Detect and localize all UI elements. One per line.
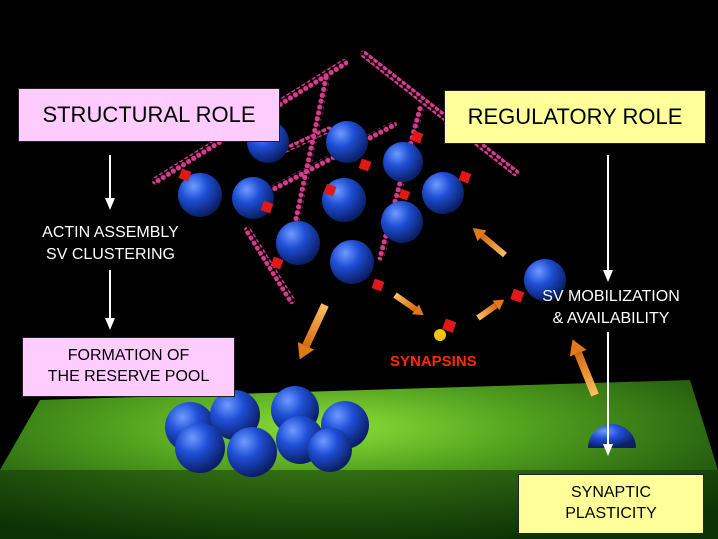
synapsin (442, 318, 457, 333)
flow-arrows (105, 155, 613, 456)
actin-filament (291, 74, 330, 232)
vesicle-cluster (178, 121, 566, 301)
synapsin (410, 130, 424, 144)
synapsins-label: SYNAPSINS (390, 353, 477, 370)
actin-filament (360, 50, 520, 177)
synaptic-plasticity-box: SYNAPTIC PLASTICITY (518, 474, 704, 534)
structural-role-label: STRUCTURAL ROLE (42, 101, 256, 127)
docked-vesicle (588, 424, 636, 448)
structural-role-box: STRUCTURAL ROLE (18, 88, 280, 142)
vesicle (524, 259, 566, 301)
reserve-pool-box: FORMATION OF THE RESERVE POOL (22, 337, 235, 397)
synapsin (270, 256, 284, 270)
vesicle (276, 221, 320, 265)
synapsin (510, 288, 525, 303)
vesicle (422, 172, 464, 214)
synapsin (371, 278, 385, 292)
synapsin (358, 158, 372, 172)
reserve-pool-vesicles (165, 386, 369, 477)
vesicle (178, 173, 222, 217)
synapsin (260, 200, 274, 214)
synapsin-molecules (178, 130, 525, 341)
regulatory-role-box: REGULATORY ROLE (444, 90, 706, 144)
vesicle (381, 201, 423, 243)
vesicle (308, 428, 352, 472)
reserve-pool-label: FORMATION OF THE RESERVE POOL (47, 347, 210, 385)
vesicle (326, 121, 368, 163)
synapsin (178, 168, 192, 182)
actin-filament (244, 226, 296, 304)
vesicle (232, 177, 274, 219)
synapsin (323, 183, 337, 197)
synapsin-phospho (434, 329, 446, 341)
synapsin (458, 170, 472, 184)
orange-arrows (297, 228, 599, 397)
vesicle (175, 423, 225, 473)
vesicle (330, 240, 374, 284)
synaptic-plasticity-label: SYNAPTIC PLASTICITY (565, 484, 657, 522)
actin-assembly-label: ACTIN ASSEMBLY SV CLUSTERING (42, 224, 179, 263)
vesicle (383, 142, 423, 182)
synapsin (398, 188, 411, 201)
sv-mobilization-label: SV MOBILIZATION & AVAILABILITY (542, 288, 680, 327)
regulatory-role-label: REGULATORY ROLE (467, 103, 683, 129)
vesicle (227, 427, 277, 477)
